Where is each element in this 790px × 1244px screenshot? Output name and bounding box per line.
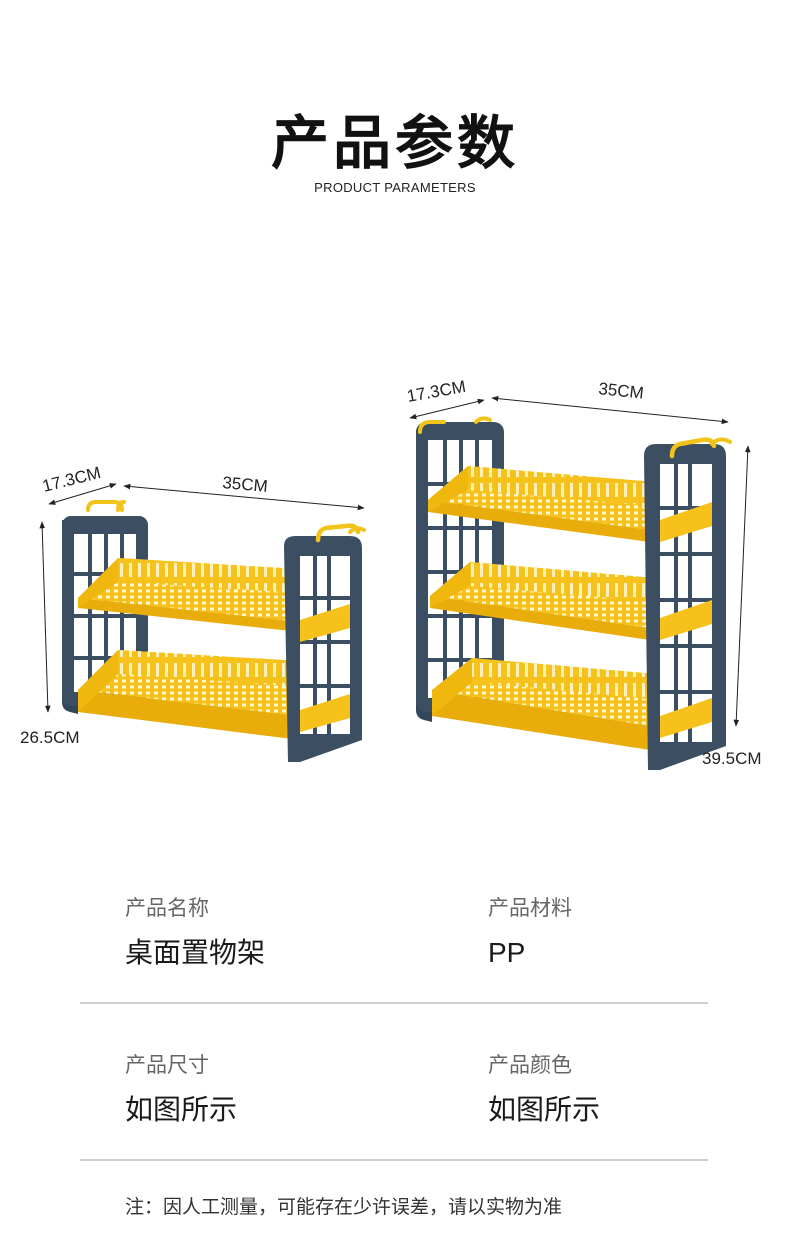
parameter-row: 产品尺寸 如图所示 产品颜色 如图所示 — [80, 1037, 708, 1192]
parameter-table: 产品名称 桌面置物架 产品材料 PP 产品尺寸 如图所示 产品颜色 如图所示 — [80, 880, 708, 1161]
measurement-note: 注：因人工测量，可能存在少许误差，请以实物为准 — [125, 1196, 563, 1218]
page-subtitle: PRODUCT PARAMETERS — [314, 180, 476, 195]
small-shelf-height-label: 26.5CM — [20, 728, 80, 747]
param-value: 桌面置物架 — [125, 936, 266, 969]
small-shelf-right-frame — [284, 536, 362, 762]
param-product-name: 产品名称 桌面置物架 — [125, 880, 265, 967]
param-value: 如图所示 — [488, 1093, 601, 1126]
parameter-row: 产品名称 桌面置物架 产品材料 PP — [80, 880, 708, 1035]
shelf-illustration: 17.3CM 35CM 26.5CM — [20, 377, 762, 770]
param-color: 产品颜色 如图所示 — [488, 1037, 600, 1124]
small-shelf — [62, 500, 366, 762]
large-shelf-depth-label: 17.3CM — [405, 377, 467, 406]
large-shelf-width-label: 35CM — [598, 379, 645, 403]
small-shelf-width-label: 35CM — [222, 473, 269, 496]
small-shelf-top-basket — [78, 558, 348, 632]
param-label: 产品尺寸 — [125, 1053, 209, 1077]
row-divider — [80, 1002, 708, 1004]
param-label: 产品材料 — [488, 896, 572, 920]
param-label: 产品名称 — [125, 896, 209, 920]
param-label: 产品颜色 — [488, 1053, 572, 1077]
large-shelf-bottom-basket — [432, 658, 702, 750]
param-value: PP — [488, 937, 526, 968]
param-size: 产品尺寸 如图所示 — [125, 1037, 237, 1124]
row-divider — [80, 1159, 708, 1161]
param-value: 如图所示 — [125, 1093, 238, 1126]
large-shelf — [416, 416, 732, 770]
large-shelf-top-basket — [428, 466, 700, 542]
param-material: 产品材料 PP — [488, 880, 572, 967]
large-shelf-right-frame — [644, 444, 726, 770]
large-shelf-height-label: 39.5CM — [702, 749, 762, 768]
page-title: 产品参数 — [270, 109, 519, 177]
large-shelf-middle-basket — [430, 562, 700, 640]
product-figure: 17.3CM 35CM 26.5CM — [0, 360, 790, 800]
